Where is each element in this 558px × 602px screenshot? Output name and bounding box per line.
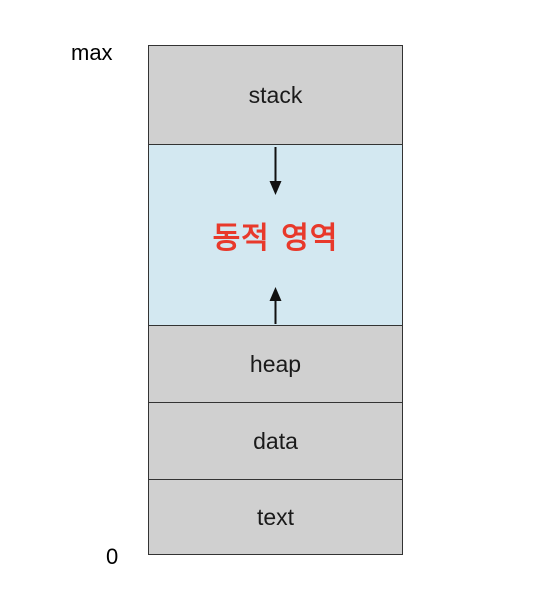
heap-label: heap	[249, 350, 302, 377]
data-segment: data	[149, 402, 402, 479]
address-zero-label: 0	[106, 544, 119, 569]
stack-growth-arrow-down	[269, 147, 282, 195]
dynamic-region-label: 동적 영역	[212, 221, 339, 256]
heap-segment: heap	[149, 325, 402, 402]
dynamic-region-segment: 동적 영역	[149, 144, 402, 325]
stack-label: stack	[248, 81, 303, 108]
growth-arrows	[269, 147, 282, 324]
text-label: text	[256, 503, 295, 530]
address-max-label: max	[71, 40, 113, 65]
data-label: data	[253, 427, 298, 454]
memory-layout: stack 동적 영역 heap data text	[148, 45, 403, 555]
heap-growth-arrow-up	[269, 287, 282, 324]
text-segment: text	[149, 479, 402, 554]
stack-segment: stack	[149, 46, 402, 144]
